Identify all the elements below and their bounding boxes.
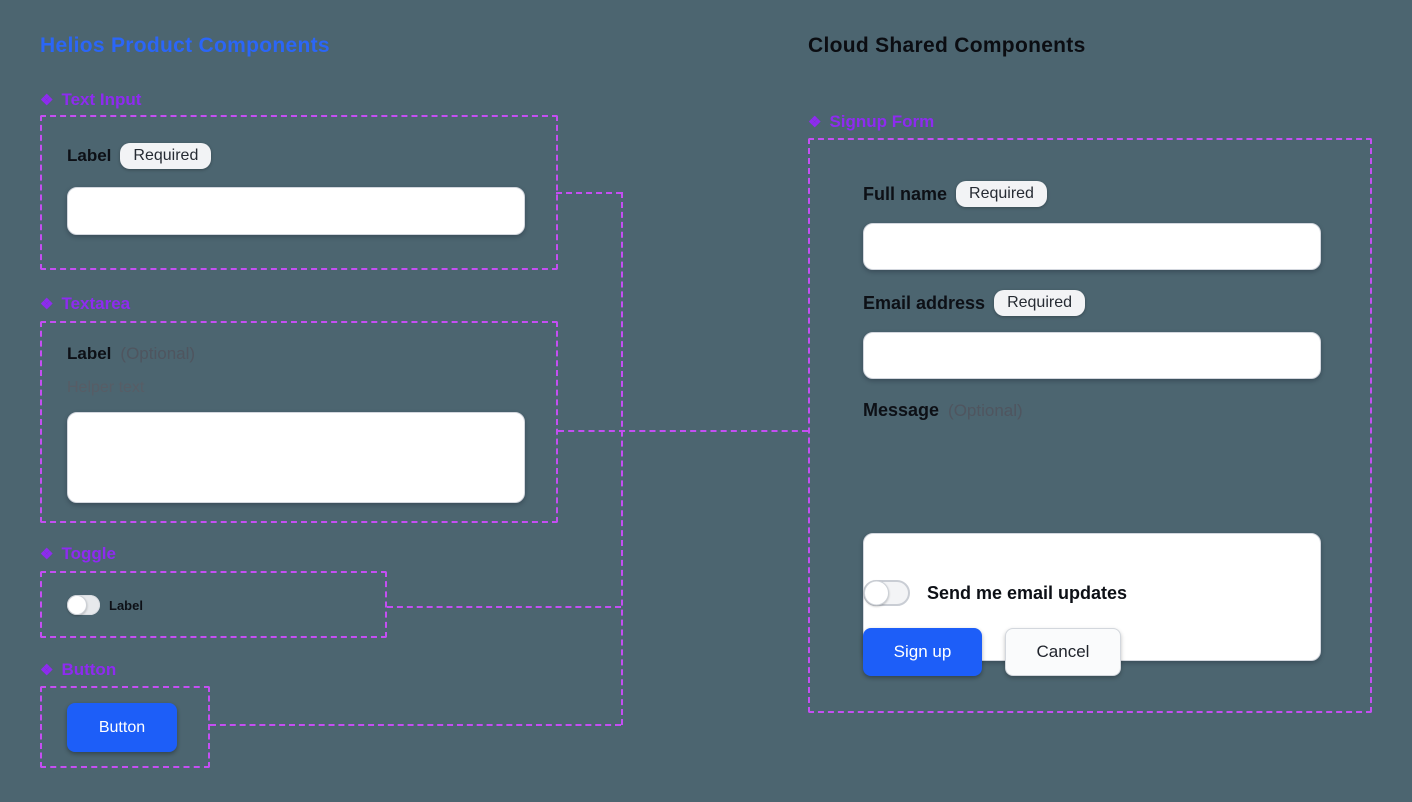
left-library-title: Helios Product Components xyxy=(40,34,330,57)
email-label: Email address xyxy=(863,292,986,313)
component-icon: ❖ xyxy=(40,295,54,313)
updates-toggle-label: Send me email updates xyxy=(927,582,1128,603)
textarea-helper-text: Helper text xyxy=(67,379,145,396)
updates-toggle-row: Send me email updates xyxy=(863,580,1127,606)
cancel-button[interactable]: Cancel xyxy=(1005,628,1121,676)
message-label: Message xyxy=(863,400,940,420)
full-name-label: Full name xyxy=(863,183,948,204)
section-heading-label: Text Input xyxy=(61,90,142,109)
wire-trunk xyxy=(621,192,623,725)
component-frame-signup-form xyxy=(808,138,1372,713)
component-icon: ❖ xyxy=(40,661,54,679)
section-heading-text-input: ❖ Text Input xyxy=(40,90,141,110)
full-name-input[interactable] xyxy=(863,223,1321,270)
section-heading-button: ❖ Button xyxy=(40,660,116,680)
section-heading-toggle: ❖ Toggle xyxy=(40,544,116,564)
sign-up-button[interactable]: Sign up xyxy=(863,628,982,676)
text-input-label: Label xyxy=(67,146,112,165)
toggle-knob xyxy=(67,595,87,615)
section-heading-textarea: ❖ Textarea xyxy=(40,294,130,314)
section-heading-label: Textarea xyxy=(61,294,131,313)
component-frame-textarea xyxy=(40,321,558,523)
wire-toggle xyxy=(387,606,621,608)
section-heading-label: Toggle xyxy=(61,544,116,563)
section-heading-signup-form: ❖ Signup Form xyxy=(808,112,934,132)
required-badge: Required xyxy=(956,181,1047,207)
textarea-wrapper xyxy=(67,412,1412,508)
message-label-row: Message (Optional) xyxy=(863,400,1023,421)
component-icon: ❖ xyxy=(808,113,822,131)
sample-button[interactable]: Button xyxy=(67,703,177,752)
toggle-row: Label xyxy=(67,595,143,615)
email-input[interactable] xyxy=(863,332,1321,379)
optional-hint: (Optional) xyxy=(120,344,196,363)
component-frame-text-input xyxy=(40,115,558,270)
textarea-field[interactable] xyxy=(67,412,525,503)
wire-text-input xyxy=(556,192,622,194)
component-frame-toggle xyxy=(40,571,387,638)
component-frame-button xyxy=(40,686,210,768)
text-input-field[interactable] xyxy=(67,187,525,235)
component-icon: ❖ xyxy=(40,545,54,563)
text-input-label-row: Label Required xyxy=(67,143,212,169)
required-badge: Required xyxy=(120,143,212,169)
required-badge: Required xyxy=(994,290,1085,316)
full-name-label-row: Full name Required xyxy=(863,181,1047,207)
right-library-title: Cloud Shared Components xyxy=(808,34,1086,57)
component-icon: ❖ xyxy=(40,91,54,109)
updates-toggle-switch[interactable] xyxy=(863,580,910,606)
textarea-label: Label xyxy=(67,344,112,363)
optional-hint: (Optional) xyxy=(948,400,1023,420)
section-heading-label: Button xyxy=(61,660,117,679)
textarea-label-row: Label (Optional) xyxy=(67,344,195,364)
toggle-knob xyxy=(864,580,889,606)
email-label-row: Email address Required xyxy=(863,290,1085,316)
toggle-switch[interactable] xyxy=(67,595,100,615)
toggle-label: Label xyxy=(109,597,143,613)
wire-textarea xyxy=(558,430,808,432)
section-heading-label: Signup Form xyxy=(829,112,935,131)
wire-button xyxy=(210,724,621,726)
